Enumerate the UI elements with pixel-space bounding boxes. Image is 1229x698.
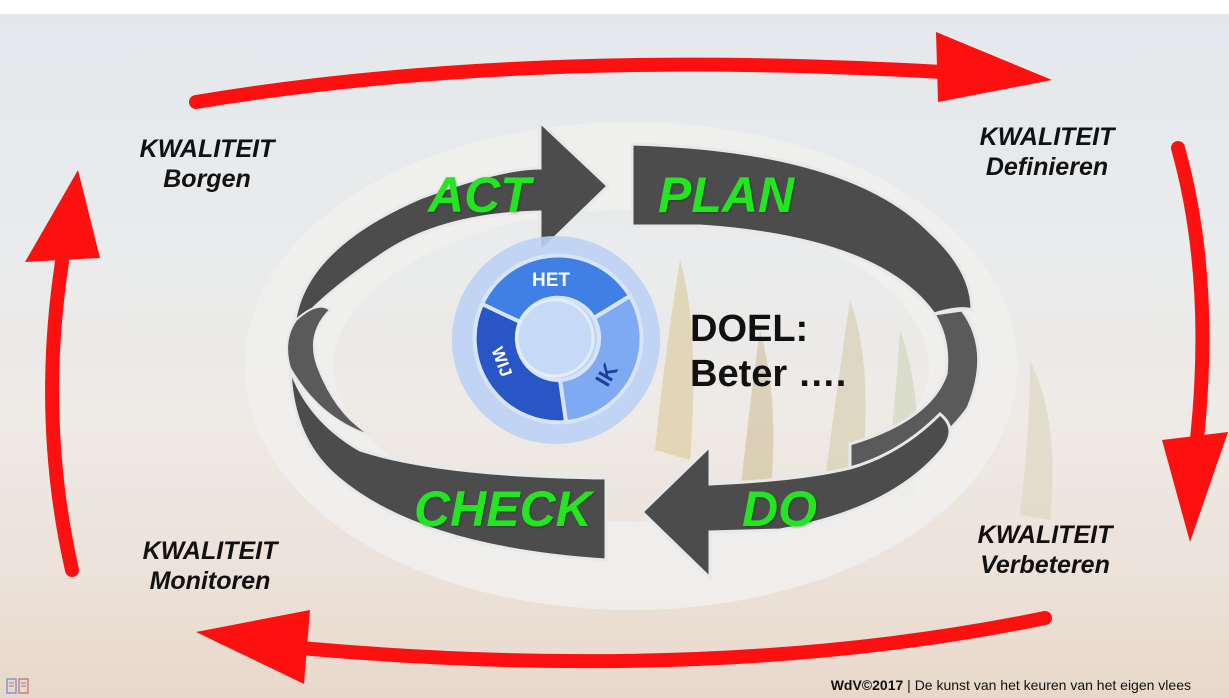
quality-verbeteren-line1: KWALITEIT bbox=[977, 521, 1113, 549]
pdca-cycle bbox=[245, 118, 1017, 610]
wheel-het-label: HET bbox=[532, 270, 570, 291]
goal-line2: Beter …. bbox=[690, 353, 847, 395]
quality-verbeteren-line2: Verbeteren bbox=[980, 551, 1110, 579]
arrow-head-left bbox=[25, 170, 100, 262]
quality-monitoren-line2: Monitoren bbox=[149, 567, 271, 595]
left-wall bbox=[286, 305, 373, 437]
quality-borgen: KWALITEIT Borgen bbox=[112, 134, 302, 194]
quality-definieren-line1: KWALITEIT bbox=[979, 123, 1115, 151]
act-arrow bbox=[292, 118, 611, 335]
goal-line1: DOEL: bbox=[690, 308, 809, 350]
check-band bbox=[288, 367, 608, 562]
center-wheel bbox=[452, 236, 660, 444]
do-arrow bbox=[639, 411, 952, 582]
quality-borgen-line1: KWALITEIT bbox=[139, 135, 275, 163]
check-label: CHECK bbox=[414, 481, 592, 537]
quality-definieren: KWALITEIT Definieren bbox=[942, 122, 1152, 182]
arrow-head-top bbox=[936, 32, 1052, 102]
footer-text: | De kunst van het keuren van het eigen … bbox=[903, 677, 1191, 693]
outer-red-cycle bbox=[25, 32, 1228, 684]
footer: WdV©2017 | De kunst van het keuren van h… bbox=[831, 677, 1191, 693]
plan-band bbox=[630, 142, 974, 316]
quality-definieren-line2: Definieren bbox=[985, 153, 1109, 181]
footer-brand: WdV©2017 bbox=[830, 677, 904, 693]
corner-logo-icon bbox=[6, 678, 29, 694]
wheel-hub bbox=[515, 298, 595, 378]
arrow-head-bottom bbox=[196, 610, 310, 684]
wheel-ik-segment bbox=[557, 293, 644, 425]
top-band bbox=[0, 0, 1229, 14]
act-label: ACT bbox=[428, 167, 531, 223]
quality-monitoren: KWALITEIT Monitoren bbox=[110, 536, 310, 596]
do-label: DO bbox=[742, 481, 817, 537]
wheel-wij-segment bbox=[472, 301, 569, 425]
plan-label: PLAN bbox=[658, 167, 795, 223]
quality-verbeteren: KWALITEIT Verbeteren bbox=[940, 520, 1150, 580]
quality-monitoren-line1: KWALITEIT bbox=[142, 537, 278, 565]
arrow-head-right bbox=[1162, 432, 1228, 542]
quality-borgen-line2: Borgen bbox=[163, 165, 251, 193]
